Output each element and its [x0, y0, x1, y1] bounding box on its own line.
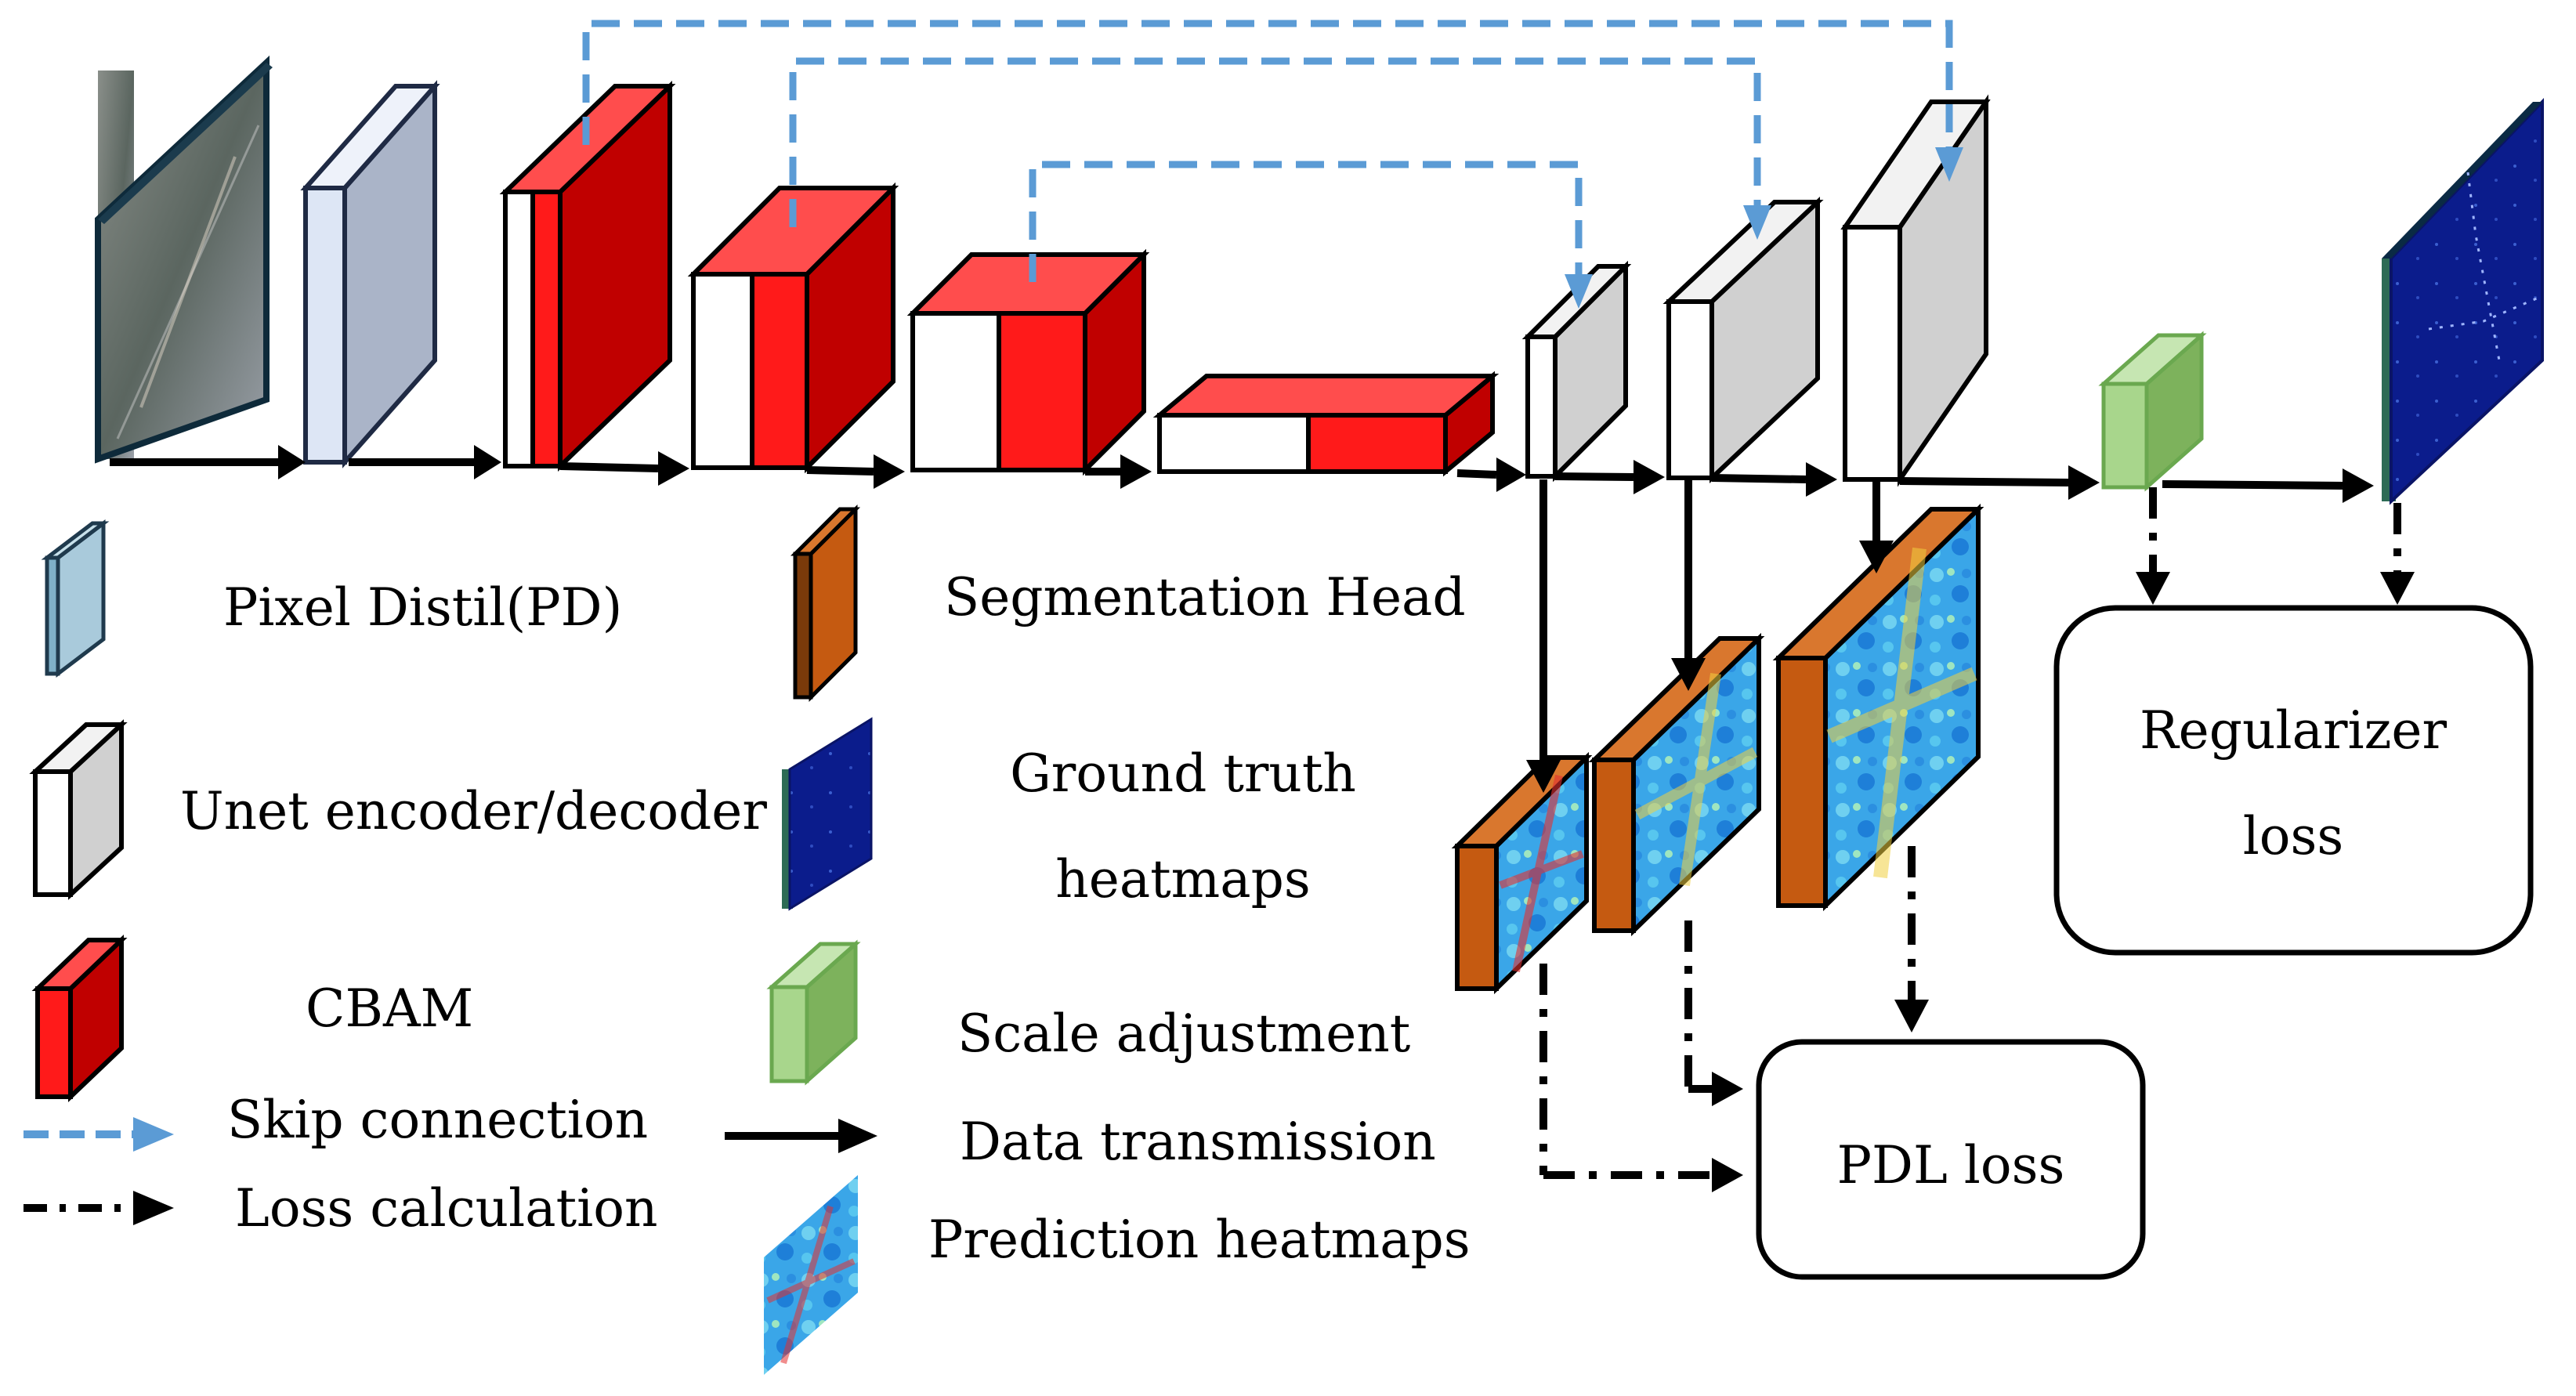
data-flow-arrowheads — [278, 445, 2374, 793]
legend-loss-label: Loss calculation — [235, 1178, 658, 1239]
legend-prediction-heatmap-icon — [764, 1175, 858, 1375]
bottleneck-cbam-block — [1152, 371, 1500, 477]
legend-pixel-distil-label: Pixel Distil(PD) — [223, 577, 622, 638]
legend-unet-label: Unet encoder/decoder — [180, 781, 767, 841]
encoder-cbam-block-3 — [906, 248, 1150, 476]
legend-scale-adjustment-label: Scale adjustment — [957, 1004, 1410, 1064]
legend-loss-line — [24, 1191, 174, 1225]
input-image-block — [95, 55, 273, 464]
encoder-cbam-block-2 — [687, 182, 899, 474]
prediction-heatmap-2 — [1588, 632, 1765, 937]
legend-ground-truth-icon — [782, 717, 873, 911]
skip-connections — [582, 20, 1953, 282]
legend-segmentation-head-label: Segmentation Head — [944, 567, 1466, 627]
legend-ground-truth-label-line2: heatmaps — [1055, 849, 1311, 910]
pixel-distil-block — [300, 80, 440, 468]
regularizer-label-line1: Regularizer — [2140, 700, 2447, 761]
skip-connection-middle — [789, 57, 1761, 227]
skip-connection-outer — [582, 20, 1953, 153]
scale-adjustment-block — [2098, 331, 2207, 492]
legend-pixel-distil-icon — [41, 519, 110, 678]
decoder-block-2 — [1662, 197, 1824, 483]
regularizer-loss-box: Regularizer loss — [2053, 605, 2534, 956]
legend-cbam-icon — [31, 934, 128, 1103]
pdl-loss-box: PDL loss — [1756, 1039, 2146, 1280]
regularizer-label-line2: loss — [2243, 806, 2344, 866]
legend-cbam-label: CBAM — [306, 978, 473, 1039]
legend-ground-truth-label-line1: Ground truth — [1010, 743, 1356, 804]
pdl-loss-label: PDL loss — [1837, 1135, 2065, 1195]
legend-prediction-heatmaps-label: Prediction heatmaps — [928, 1210, 1471, 1270]
skip-arrowheads — [1565, 147, 1963, 309]
skip-connection-inner — [1029, 161, 1583, 282]
legend-skip-line — [24, 1117, 174, 1152]
decoder-block-3 — [1840, 94, 1991, 487]
ground-truth-heatmap-block — [2382, 98, 2544, 505]
loss-arrowheads — [1712, 572, 2415, 1192]
loss-arrows — [1539, 487, 2401, 1179]
data-flow-arrows — [110, 458, 2343, 764]
legend-data-transmission-line — [725, 1119, 877, 1153]
legend-unet-icon — [29, 719, 128, 900]
legend-scale-adjustment-icon — [766, 939, 861, 1086]
encoder-cbam-block-1 — [499, 80, 676, 472]
prediction-heatmap-1 — [1451, 751, 1593, 995]
legend-skip-label: Skip connection — [227, 1090, 648, 1150]
legend-segmentation-head-icon — [790, 504, 861, 703]
legend-data-transmission-label: Data transmission — [960, 1112, 1436, 1172]
